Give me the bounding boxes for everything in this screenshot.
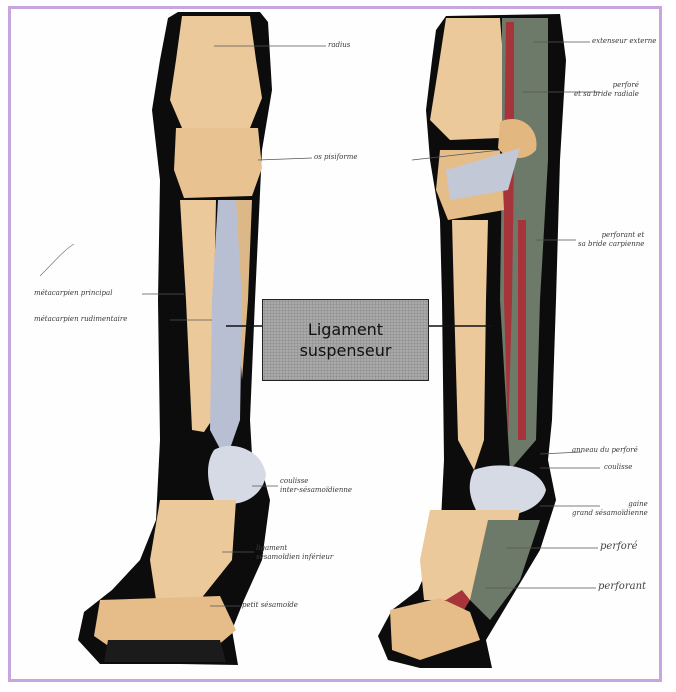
callout-line-2: suspenseur (300, 340, 392, 361)
label-perfore: perforé (600, 542, 638, 551)
ligament-suspenseur-callout: Ligament suspenseur (262, 299, 429, 381)
label-line: sa bride carpienne (578, 240, 644, 249)
label-perforant: perforant (598, 582, 646, 591)
right-red-stripe (518, 220, 526, 440)
label-petit-sesamoide: petit sésamoïde (242, 601, 298, 610)
label-line: coulisse (280, 477, 352, 486)
label-line: perforé (574, 81, 639, 90)
label-line: ligament (256, 544, 333, 553)
metacarpien-curve-line (40, 244, 74, 276)
left-radius-bone (170, 16, 262, 132)
label-os-pisiforme: os pisiforme (314, 153, 358, 162)
label-metacarpien-rudimentaire: métacarpien rudimentaire (34, 315, 127, 324)
label-gaine-grand-sesamoidienne: gaine grand sésamoïdienne (572, 500, 648, 518)
left-carpal-bones (174, 128, 262, 198)
label-extenseur: extenseur externe (592, 37, 656, 46)
label-metacarpien-principal: métacarpien principal (34, 289, 112, 298)
left-hoof-bottom (104, 640, 226, 662)
label-line: et sa bride radiale (574, 90, 639, 99)
label-line: gaine (572, 500, 648, 509)
label-coulisse-inter-sesamoidienne: coulisse inter-sésamoïdienne (280, 477, 352, 495)
label-perfore-bride-radiale: perforé et sa bride radiale (574, 81, 639, 99)
label-ligament-sesamoidien-inferieur: ligament sésamoïdien inférieur (256, 544, 333, 562)
callout-line-1: Ligament (308, 319, 383, 340)
label-line: perforant et (578, 231, 644, 240)
label-line: sésamoïdien inférieur (256, 553, 333, 562)
label-coulisse: coulisse (604, 463, 632, 472)
label-anneau-du-perfore: anneau du perforé (572, 446, 638, 455)
label-line: grand sésamoïdienne (572, 509, 648, 518)
label-perforant-bride-carpienne: perforant et sa bride carpienne (578, 231, 644, 249)
label-radius: radius (328, 41, 350, 50)
label-line: inter-sésamoïdienne (280, 486, 352, 495)
